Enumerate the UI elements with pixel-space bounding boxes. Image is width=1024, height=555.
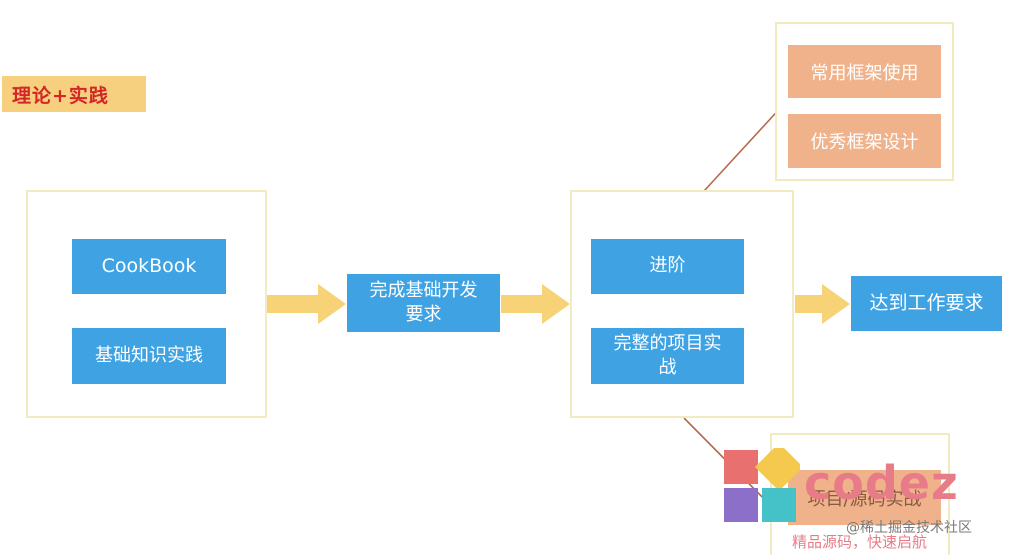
advanced-box: 进阶 [591,239,744,294]
common-framework-usage-box: 常用框架使用 [788,45,941,98]
full-project-practice-box: 完整的项目实 战 [591,328,744,384]
bottom-orange-box: 项目/源码实战 [788,470,941,525]
arrow-mid-to-right [501,284,570,324]
cookbook-box: CookBook [72,239,226,294]
codez-logo-icon [724,448,800,522]
watermark-site-text: @稀土掘金技术社区 [846,520,972,536]
basic-knowledge-practice-box: 基础知识实践 [72,328,226,384]
meet-work-requirements-box: 达到工作要求 [851,276,1002,331]
watermark-slogan: 精品源码，快速启航 [792,533,928,551]
arrow-right-to-goal [795,284,850,324]
excellent-framework-design-box: 优秀框架设计 [788,114,941,168]
basic-development-requirements-box: 完成基础开发 要求 [347,274,500,332]
theory-practice-tag: 理论+实践 [2,76,146,112]
arrow-left-to-mid [266,284,346,324]
watermark-logo-text: codez [804,456,959,510]
